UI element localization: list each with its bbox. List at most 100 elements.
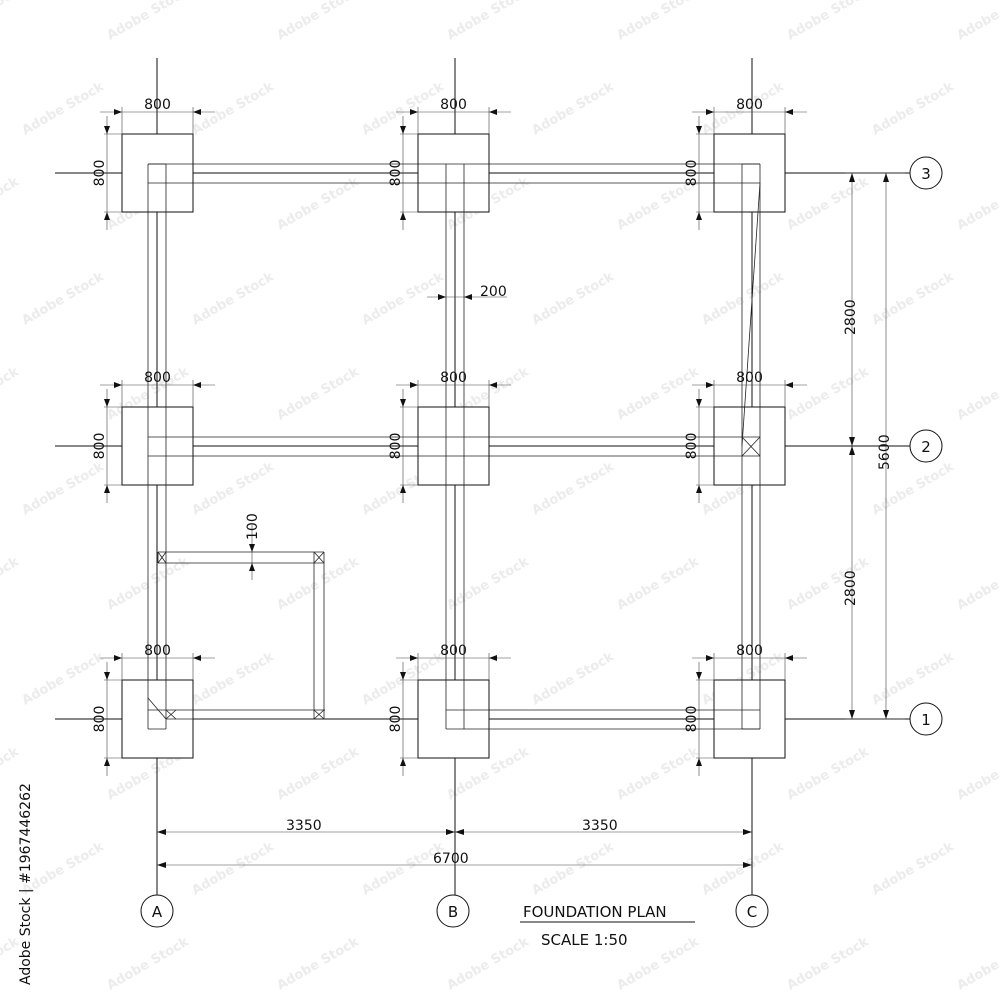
grid-bubble-a — [140, 894, 174, 928]
watermark-text: Adobe Stock — [445, 0, 532, 43]
footing-depth-label-c2: 800 — [684, 433, 700, 460]
grid-label-1: 1 — [921, 711, 931, 729]
footing-depth-label-b3: 800 — [388, 160, 404, 187]
footing-b2 — [417, 406, 490, 486]
watermark-text: Adobe Stock — [955, 174, 1000, 233]
watermark-text: Adobe Stock — [530, 79, 617, 138]
footing-c1 — [713, 679, 786, 759]
watermark-text: Adobe Stock — [0, 554, 22, 613]
watermark-text: Adobe Stock — [870, 839, 957, 898]
watermark-text: Adobe Stock — [20, 79, 107, 138]
watermark-text: Adobe Stock — [615, 364, 702, 423]
footing-width-label-c3: 800 — [736, 97, 763, 113]
inner-wall-dimension: 100 — [245, 513, 261, 580]
footing-depth-label-a1: 800 — [92, 706, 108, 733]
watermark-text: Adobe Stock — [870, 649, 957, 708]
footing-a3 — [121, 133, 194, 213]
span-21-label: 2800 — [843, 570, 859, 606]
footing-depth-label-b2: 800 — [388, 433, 404, 460]
watermark-text: Adobe Stock — [615, 0, 702, 43]
watermark-text: Adobe Stock — [530, 649, 617, 708]
watermark-text: Adobe Stock — [445, 934, 532, 993]
grid-bubble-c — [735, 894, 769, 928]
watermark-text: Adobe Stock — [615, 554, 702, 613]
watermark-text: Adobe Stock — [955, 744, 1000, 803]
watermark-text: Adobe Stock — [360, 839, 447, 898]
watermark-text: Adobe Stock — [530, 269, 617, 328]
watermark-text: Adobe Stock — [105, 0, 192, 43]
grid-label-b: B — [448, 903, 458, 921]
watermark-text: Adobe Stock — [190, 839, 277, 898]
watermark-text: Adobe Stock — [615, 934, 702, 993]
inner-wall-label: 100 — [245, 513, 261, 540]
watermark-text: Adobe Stock — [275, 744, 362, 803]
footing-a2 — [121, 406, 194, 486]
footing-depth-label-c3: 800 — [684, 160, 700, 187]
watermark-text: Adobe Stock — [530, 459, 617, 518]
watermark-text: Adobe Stock — [275, 364, 362, 423]
watermark-text: Adobe Stock — [0, 174, 22, 233]
title-block: FOUNDATION PLAN SCALE 1:50 — [520, 903, 695, 949]
watermark-text: Adobe Stock — [785, 174, 872, 233]
watermark-text: Adobe Stock — [360, 269, 447, 328]
watermark-text: Adobe Stock — [955, 0, 1000, 43]
inner-partition — [147, 551, 325, 720]
span-ab-label: 3350 — [286, 818, 322, 834]
watermark-text: Adobe Stock — [700, 269, 787, 328]
watermark-text: Adobe Stock — [615, 744, 702, 803]
grid-label-a: A — [152, 903, 163, 921]
watermark-text: Adobe Stock — [190, 269, 277, 328]
grid-bubble-1 — [909, 702, 943, 736]
footing-width-label-a3: 800 — [144, 97, 171, 113]
watermark-text: Adobe Stock — [275, 0, 362, 43]
watermark-text: Adobe Stock — [20, 459, 107, 518]
watermark-text: Adobe Stock — [955, 554, 1000, 613]
footing-depth-label-a2: 800 — [92, 433, 108, 460]
watermark-text: Adobe Stock — [870, 79, 957, 138]
watermark-text: Adobe Stock — [530, 839, 617, 898]
watermark-text: Adobe Stock — [275, 934, 362, 993]
watermark-text: Adobe Stock — [955, 364, 1000, 423]
span-32-label: 2800 — [843, 299, 859, 335]
grid-bubbles: A B C 3 2 1 — [140, 156, 943, 928]
watermark-text: Adobe Stock — [785, 0, 872, 43]
footing-depth-label-a3: 800 — [92, 160, 108, 187]
watermark-text: Adobe Stock — [190, 79, 277, 138]
watermark-text: Adobe Stock — [785, 934, 872, 993]
total-height-label: 5600 — [877, 434, 893, 470]
watermark-text: Adobe Stock — [445, 554, 532, 613]
footing-b1 — [417, 679, 490, 759]
watermark-text: Adobe Stock — [0, 0, 22, 43]
footing-b3 — [417, 133, 490, 213]
footing-depth-label-b1: 800 — [388, 706, 404, 733]
grade-beams — [147, 163, 761, 730]
grid-bubble-3 — [909, 156, 943, 190]
watermark-text: Adobe Stock — [785, 744, 872, 803]
watermark-text: Adobe Stock — [190, 459, 277, 518]
footing-width-label-b3: 800 — [440, 97, 467, 113]
watermark-text: Adobe Stock — [105, 934, 192, 993]
vertical-dimensions: 2800 2800 5600 — [843, 172, 905, 720]
grid-label-3: 3 — [921, 165, 931, 183]
watermark-text: Adobe Stock — [870, 269, 957, 328]
footing-dimensions: 800 800 800 800 800 800 800 800 800 800 800 800 800 8… — [92, 97, 807, 776]
watermark-text: Adobe Stock — [955, 934, 1000, 993]
beam-width-label: 200 — [480, 284, 507, 300]
total-width-label: 6700 — [433, 851, 469, 867]
footing-c3 — [713, 133, 786, 213]
footing-width-label-c1: 800 — [736, 643, 763, 659]
footing-width-label-a2: 800 — [144, 370, 171, 386]
beam-width-dimension: 200 — [427, 284, 507, 300]
span-bc-label: 3350 — [582, 818, 618, 834]
footing-width-label-c2: 800 — [736, 370, 763, 386]
footing-depth-label-c1: 800 — [684, 706, 700, 733]
grid-bubble-2 — [909, 429, 943, 463]
drawing-title: FOUNDATION PLAN — [523, 903, 667, 921]
grid-bubble-b — [436, 894, 470, 928]
horizontal-dimensions: 3350 3350 6700 — [157, 818, 752, 868]
watermark-text: Adobe Stock — [0, 364, 22, 423]
watermark-text: Adobe Stock — [20, 649, 107, 708]
footing-c2 — [713, 406, 786, 486]
grid-label-2: 2 — [921, 438, 931, 456]
